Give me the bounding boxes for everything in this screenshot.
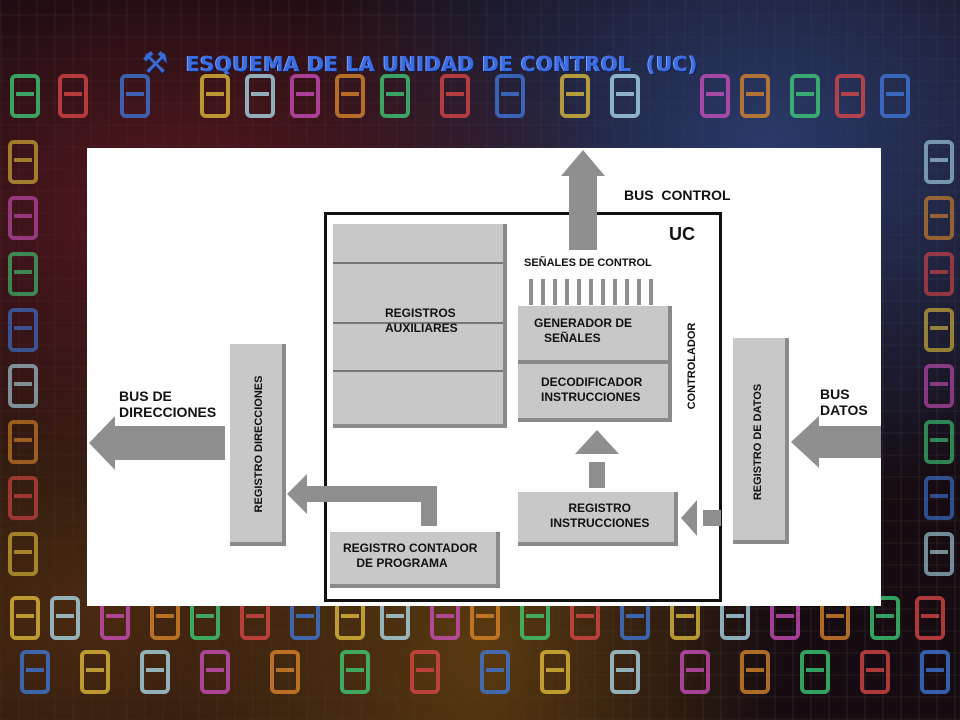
bus-direcciones-label: BUS DE DIRECCIONES [119,388,217,420]
generador-senales-block [518,306,672,364]
decodificador-block [518,364,672,422]
circuit-digit-decoration [8,308,38,352]
circuit-digit-decoration [740,74,770,118]
circuit-digit-decoration [924,532,954,576]
circuit-digit-decoration [8,532,38,576]
circuit-digit-decoration [10,74,40,118]
circuit-digit-decoration [540,650,570,694]
circuit-digit-decoration [924,476,954,520]
circuit-digit-decoration [924,420,954,464]
controlador-label: CONTROLADOR [686,322,698,410]
circuit-digit-decoration [790,74,820,118]
circuit-digit-decoration [440,74,470,118]
circuit-digit-decoration [915,596,945,640]
circuit-digit-decoration [680,650,710,694]
datos-to-instrucciones-arrow [681,500,721,536]
bus-control-arrow [561,150,605,250]
registro-instrucciones-label: REGISTRO INSTRUCCIONES [550,501,650,530]
circuit-digit-decoration [245,74,275,118]
circuit-digit-decoration [380,74,410,118]
registros-auxiliares-block [333,224,507,428]
registros-auxiliares-label: REGISTROS AUXILIARES [385,306,458,335]
circuit-digit-decoration [335,74,365,118]
circuit-digit-decoration [410,650,440,694]
decodificador-label: DECODIFICADOR INSTRUCCIONES [541,375,643,404]
divider [333,322,503,324]
circuit-digit-decoration [340,650,370,694]
circuit-digit-decoration [80,650,110,694]
circuit-digit-decoration [200,650,230,694]
circuit-digit-decoration [10,596,40,640]
circuit-digit-decoration [480,650,510,694]
circuit-digit-decoration [8,364,38,408]
registro-datos-label: REGISTRO DE DATOS [752,383,764,501]
circuit-digit-decoration [610,650,640,694]
diagram-panel: UC BUS CONTROL SEÑALES DE CONTROL REGIST… [87,148,881,606]
circuit-digit-decoration [560,74,590,118]
circuit-digit-decoration [58,74,88,118]
circuit-digit-decoration [800,650,830,694]
generador-senales-label: GENERADOR DE SEÑALES [534,316,633,345]
circuit-digit-decoration [140,650,170,694]
circuit-digit-decoration [200,74,230,118]
uc-boundary [324,212,722,602]
circuit-digit-decoration [8,420,38,464]
circuit-digit-decoration [495,74,525,118]
circuit-digit-decoration [8,252,38,296]
contador-to-direcciones-arrow [287,474,437,526]
senales-control-label: SEÑALES DE CONTROL [524,257,652,269]
circuit-digit-decoration [50,596,80,640]
uc-label: UC [669,224,695,244]
registro-datos-block [733,338,789,544]
circuit-digit-decoration [860,650,890,694]
circuit-digit-decoration [8,476,38,520]
circuit-digit-decoration [924,308,954,352]
circuit-digit-decoration [610,74,640,118]
registro-instrucciones-block [518,492,678,546]
circuit-digit-decoration [290,74,320,118]
circuit-digit-decoration [924,364,954,408]
circuit-digit-decoration [924,196,954,240]
bus-direcciones-arrow [89,416,225,470]
registro-contador-label: REGISTRO CONTADOR DE PROGRAMA [343,541,478,570]
tools-icon: ⚒ [141,46,169,81]
bus-datos-arrow [791,416,881,468]
circuit-digit-decoration [870,596,900,640]
circuit-digit-decoration [120,74,150,118]
bus-control-label: BUS CONTROL [624,187,731,203]
divider [333,370,503,372]
circuit-digit-decoration [924,140,954,184]
circuit-digit-decoration [700,74,730,118]
slide-header: ⚒ ESQUEMA DE LA UNIDAD DE CONTROL (UC) [138,46,698,82]
registro-direcciones-label: REGISTRO DIRECCIONES [253,375,265,513]
decode-up-arrow [575,430,619,488]
circuit-digit-decoration [8,140,38,184]
circuit-digit-decoration [835,74,865,118]
registro-direcciones-block [230,344,286,546]
divider [333,262,503,264]
circuit-digit-decoration [8,196,38,240]
circuit-digit-decoration [740,650,770,694]
circuit-digit-decoration [20,650,50,694]
bus-datos-label: BUS DATOS [820,386,868,418]
circuit-digit-decoration [880,74,910,118]
control-signal-lines [529,279,661,305]
circuit-digit-decoration [924,252,954,296]
circuit-digit-decoration [920,650,950,694]
registro-contador-block [330,532,500,588]
slide-title: ESQUEMA DE LA UNIDAD DE CONTROL (UC) [186,52,698,76]
circuit-digit-decoration [270,650,300,694]
